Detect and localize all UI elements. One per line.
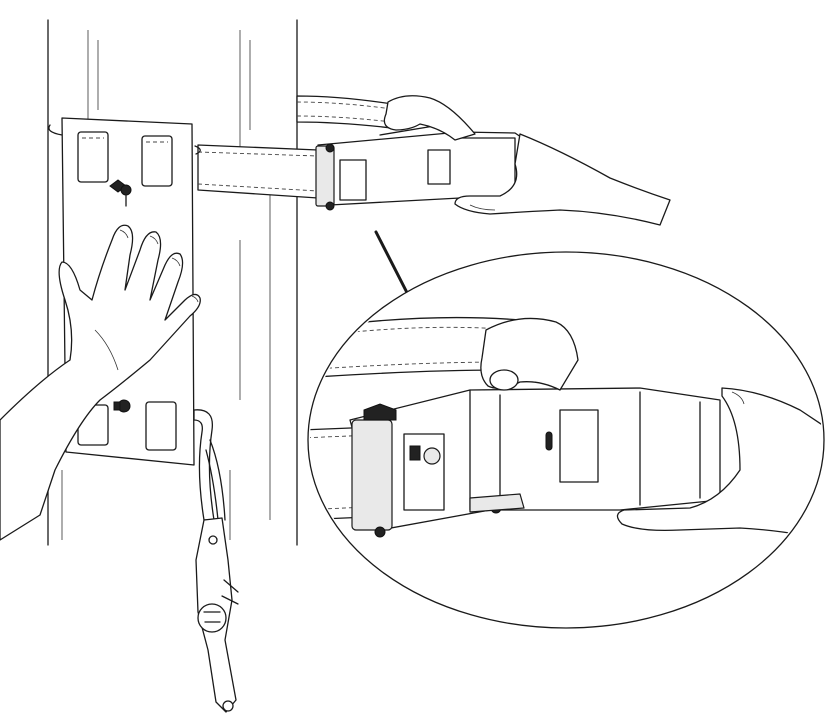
hanging-strap-ratchet bbox=[193, 409, 239, 713]
hands-upper-ratchet bbox=[383, 95, 671, 226]
detail-callout bbox=[307, 251, 825, 629]
hand-on-plate bbox=[0, 224, 201, 541]
bolt-icon bbox=[113, 399, 131, 413]
strap-upper bbox=[48, 95, 393, 199]
wing-nut-icon bbox=[109, 179, 132, 207]
